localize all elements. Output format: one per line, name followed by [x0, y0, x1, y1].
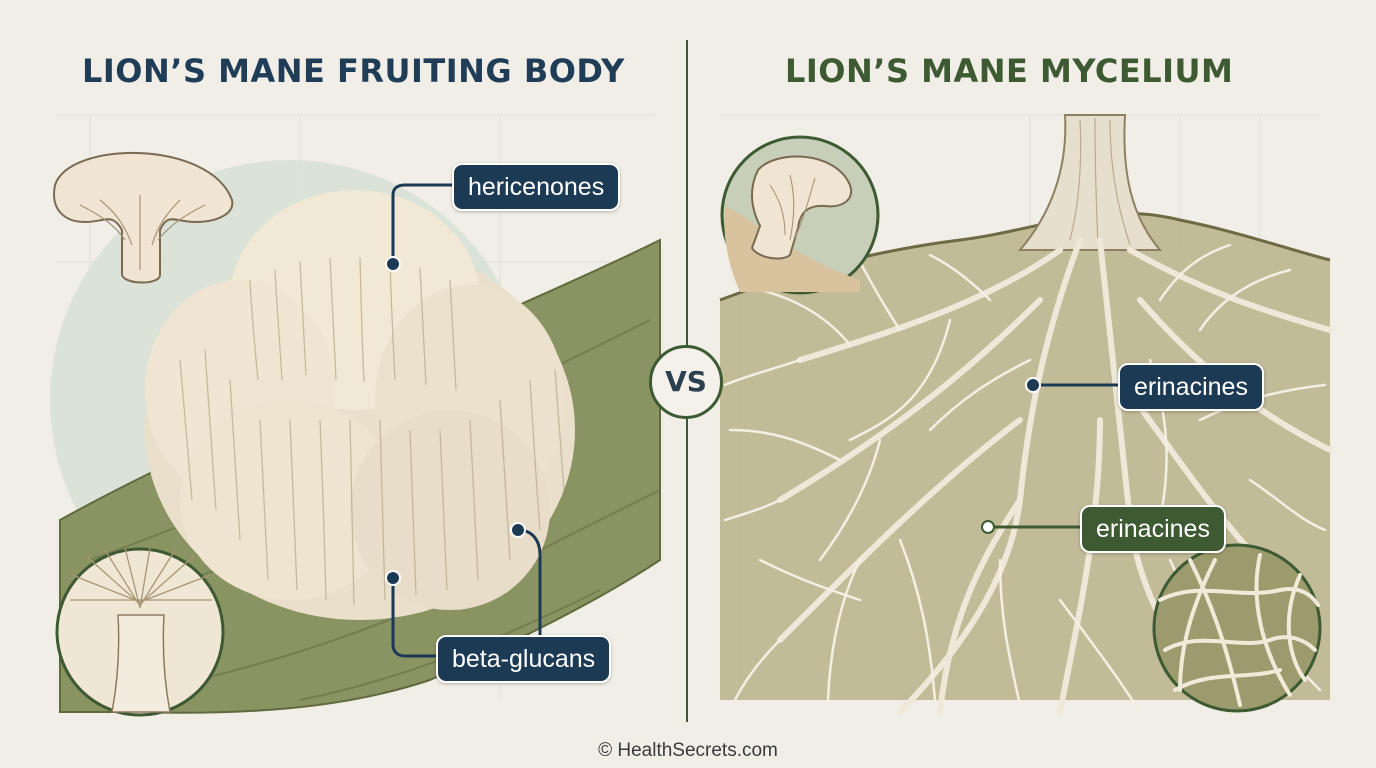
vs-badge: VS	[649, 345, 723, 419]
mycelium-title: LION’S MANE MYCELIUM	[785, 52, 1234, 90]
mycelium-mushroom-inset	[720, 135, 880, 295]
gill-inset-circle	[55, 547, 225, 717]
hericenones-label: hericenones	[452, 163, 621, 211]
beta-glucans-marker	[385, 570, 401, 586]
erinacines-lower-label: erinacines	[1080, 505, 1226, 553]
mycelium-trunk	[1017, 114, 1163, 251]
erinacines-lower-marker	[981, 520, 995, 534]
copyright-footer: © HealthSecrets.com	[598, 740, 778, 761]
mushroom-cap-illustration	[53, 152, 234, 284]
fruiting-body-title: LION’S MANE FRUITING BODY	[82, 52, 625, 90]
erinacines-upper-label: erinacines	[1118, 363, 1264, 411]
fruiting-body-illustration	[145, 190, 575, 620]
beta-glucans-marker-2	[510, 522, 526, 538]
hyphae-inset-circle	[1152, 543, 1322, 713]
hericenones-connector	[391, 183, 452, 264]
beta-glucans-label: beta-glucans	[436, 635, 612, 683]
hericenones-marker	[385, 256, 401, 272]
erinacines-upper-marker	[1025, 377, 1041, 393]
